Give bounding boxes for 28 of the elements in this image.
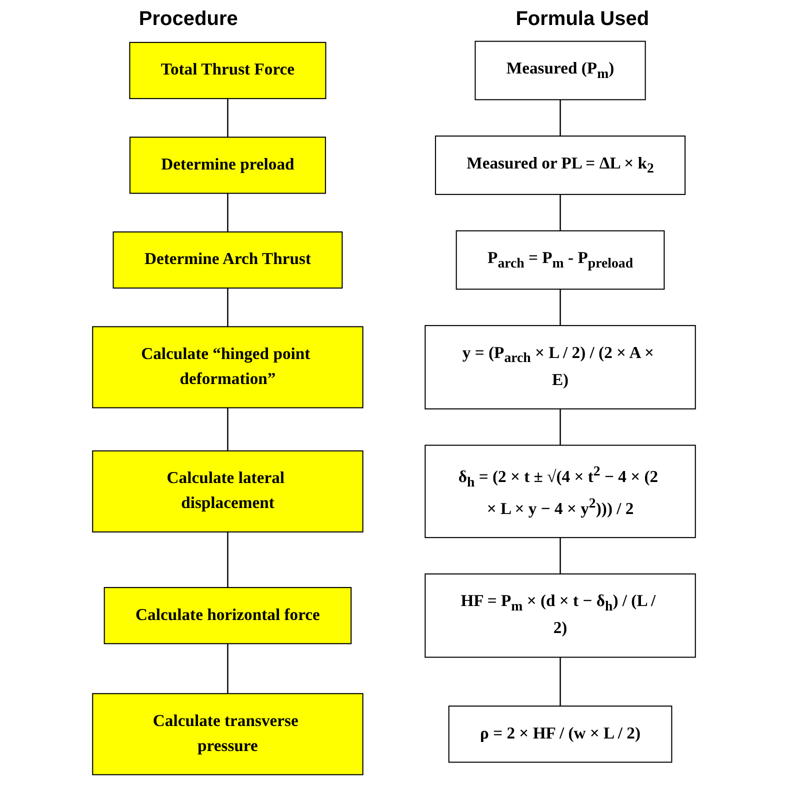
connector [227,98,228,138]
node-box: Measured (P$_{m}$) [474,40,646,100]
connector [560,408,561,446]
node-box: Calculate horizontal force [104,587,352,644]
connector [227,288,228,327]
connector [560,100,561,136]
node-box: Determine Arch Thrust [112,231,343,289]
node-box: Determine preload [129,136,326,194]
connector [227,193,228,232]
node-box: P$_{arch}$ = P$_{m}$ - P$_{preload}$ [456,230,665,290]
column-heading: Procedure [138,8,238,31]
node-box: Calculate lateral displacement [92,450,364,532]
column-heading: Formula Used [516,8,650,31]
node-box: Calculate “hinged point deformation” [92,326,364,408]
connector [560,289,561,326]
node-box: Total Thrust Force [129,42,326,100]
node-box: Calculate transverse pressure [92,693,364,776]
connector [560,538,561,574]
connector [227,532,228,588]
node-box: y = (P$_{arch}$ × L / 2) / (2 × A × E) [424,325,696,410]
connector [560,194,561,231]
node-box: ρ = 2 × HF / (w × L / 2) [448,706,672,763]
connector [560,657,561,706]
connector [227,408,228,451]
node-box: HF = P$_{m}$ × (d × t − δ$_{h}$) / (L / 2) [424,573,696,658]
connector [227,644,228,694]
node-box: δ$_{h}$ = (2 × t ± √(4 × t$^{2}$ − 4 × (2 × L × y − 4 × y$^{2}$))) / 2 [424,444,696,538]
node-box: Measured or PL = ΔL × k$_{2}$ [434,136,686,195]
